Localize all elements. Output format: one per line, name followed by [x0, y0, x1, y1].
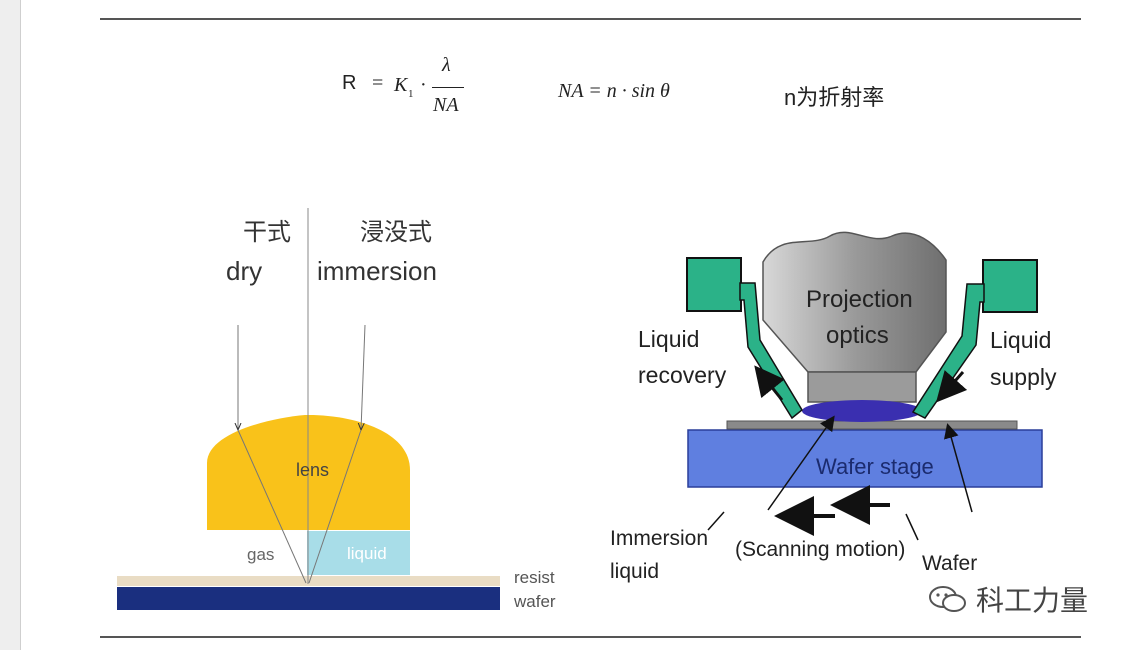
liquid-recovery-label-2: recovery	[638, 362, 727, 388]
wafer-leader-tick	[905, 513, 919, 541]
immersion-ray-2	[308, 429, 362, 584]
liquid-supply-label-1: Liquid	[990, 327, 1052, 353]
immersion-leader-tick	[707, 511, 725, 531]
formula-k: K	[394, 74, 408, 96]
wafer-stage-block	[687, 429, 1043, 488]
immersion-label-cn: 浸没式	[360, 219, 432, 246]
watermark: 科工力量	[928, 582, 1089, 617]
projection-optics-body	[762, 231, 947, 373]
formula-fraction-bar	[432, 87, 464, 88]
wechat-icon	[929, 586, 966, 612]
gas-label: gas	[247, 545, 275, 564]
wafer-label-right: Wafer	[922, 552, 978, 575]
formula-na-den: NA	[433, 94, 459, 116]
na-formula: NA = n · sin θ	[558, 80, 670, 102]
left-nozzle-pipe	[739, 282, 803, 420]
immersion-scanner	[686, 231, 1043, 541]
immersion-label-en: immersion	[317, 256, 437, 286]
formula-eq: =	[372, 72, 384, 94]
top-divider	[100, 18, 1081, 20]
immersion-liquid-pointer	[767, 415, 835, 511]
wafer-layer	[117, 587, 500, 610]
gas-region	[207, 531, 307, 575]
liquid-supply-label-2: supply	[990, 364, 1057, 390]
immersion-liquid-label-1: Immersion	[610, 527, 709, 550]
resolution-formula: R = K 1 · λ NA	[342, 54, 472, 130]
liquid-recovery-label-1: Liquid	[638, 326, 700, 352]
watermark-text: 科工力量	[976, 584, 1089, 617]
right-nozzle-box	[982, 259, 1038, 313]
scanning-motion-label: (Scanning motion)	[735, 538, 906, 561]
refractive-index-note: n为折射率	[784, 85, 885, 110]
wafer-plate	[726, 420, 1018, 430]
bottom-divider	[100, 636, 1081, 638]
formula-k-subscript: 1	[408, 88, 414, 100]
formula-r: R	[342, 72, 357, 94]
lens-label: lens	[296, 460, 330, 480]
recovery-arrow	[754, 365, 785, 401]
dry-label-en: dry	[226, 256, 263, 286]
supply-arrow	[936, 370, 968, 403]
lens-comparison	[117, 208, 500, 610]
resist-label: resist	[514, 568, 555, 587]
wafer-stage-label: Wafer stage	[816, 454, 934, 479]
window-left-border	[0, 0, 21, 650]
immersion-liquid-puddle	[802, 400, 922, 422]
immersion-ray-1	[361, 324, 366, 430]
formula-dot: ·	[420, 74, 427, 96]
wafer-label-left: wafer	[514, 592, 556, 611]
left-nozzle-box	[686, 257, 742, 312]
dry-label-cn: 干式	[243, 219, 291, 246]
dry-ray-2	[237, 429, 307, 584]
immersion-liquid-label-2: liquid	[610, 560, 660, 583]
projection-label: Projection	[806, 286, 913, 313]
right-nozzle-pipe	[911, 283, 985, 419]
wafer-pointer	[944, 423, 973, 513]
optics-lower-cylinder	[807, 371, 917, 403]
formula-lambda: λ	[442, 54, 451, 76]
optics-label: optics	[826, 322, 889, 349]
liquid-label: liquid	[347, 544, 387, 563]
